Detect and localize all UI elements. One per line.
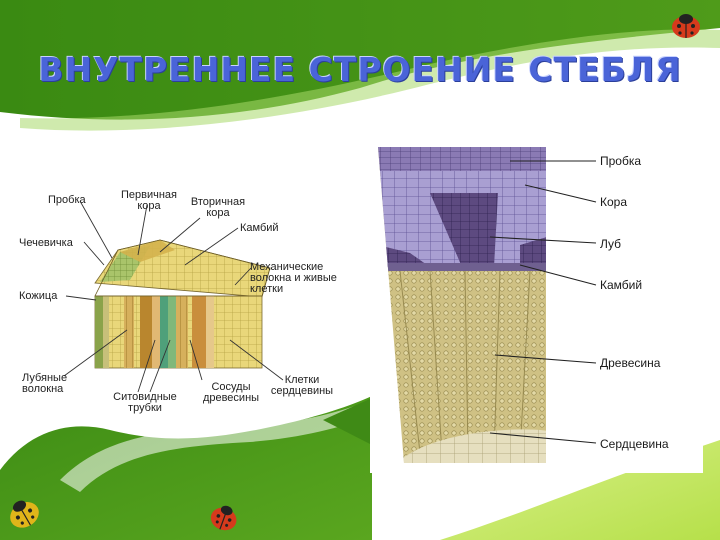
ladybug-icon <box>210 505 237 531</box>
label-kambiy-right: Камбий <box>600 278 643 292</box>
label-drevesina: Древесина <box>600 356 661 370</box>
ladybug-icon <box>672 14 700 38</box>
label-kletki-serdtseviny: Клетки сердцевины <box>270 374 334 397</box>
label-kora: Кора <box>600 195 628 209</box>
label-vtorichnaya-kora: Вторичная кора <box>190 196 246 219</box>
label-probka-right: Пробка <box>600 154 642 168</box>
cross-section-panel: Пробка Кора Луб Камбий Древесина Сердцев… <box>370 133 703 473</box>
label-kambiy-left: Камбий <box>240 222 279 234</box>
label-sitovidnye-trubki: Ситовидные трубки <box>113 391 177 414</box>
label-lubyanye-volokna: Лубяные волокна <box>22 372 68 395</box>
label-sosudy-drevesiny: Сосуды древесины <box>202 381 260 404</box>
ladybug-icon <box>10 500 39 528</box>
label-mekhanicheskie: Механические волокна и живые клетки <box>250 261 337 295</box>
label-serdtsevina: Сердцевина <box>600 437 669 451</box>
label-lub: Луб <box>600 237 622 251</box>
label-kozhitsa: Кожица <box>19 290 58 302</box>
label-chechevichka: Чечевичка <box>19 237 73 249</box>
label-probka-left: Пробка <box>48 194 86 206</box>
label-pervichnaya-kora: Первичная кора <box>120 189 177 212</box>
page-title: ВНУТРЕННЕЕ СТРОЕНИЕ СТЕБЛЯ <box>38 50 682 89</box>
cross-section-diagram <box>378 147 597 463</box>
